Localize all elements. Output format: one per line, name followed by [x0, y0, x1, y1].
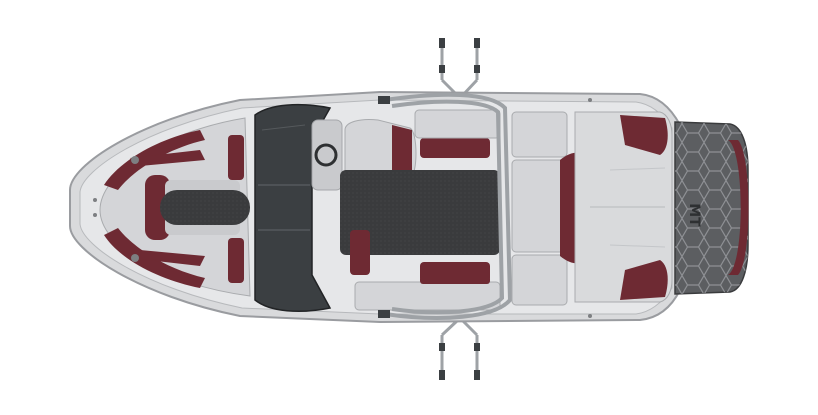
wakeboard-tower — [384, 92, 513, 320]
starboard-seat — [354, 281, 501, 311]
wakeboard-rack-top — [439, 38, 480, 98]
starboard-seat-trim — [420, 276, 490, 284]
cupholder-icon — [131, 254, 139, 262]
dashboard — [311, 119, 343, 191]
bow-trim-bottom — [104, 228, 205, 288]
steering-wheel — [314, 143, 338, 167]
rear-bench-center — [511, 159, 568, 253]
bow-side-left — [228, 135, 244, 180]
bow-trim-strip-top — [130, 150, 205, 166]
rear-bench-port — [511, 111, 568, 158]
wakeboard-rack-bottom — [439, 318, 480, 380]
bow-trim-top — [104, 130, 205, 190]
bow-floor — [160, 190, 250, 225]
bow-cushion-left — [145, 175, 170, 240]
rear-bench-starboard — [511, 254, 568, 306]
brand-logo: MT — [686, 203, 702, 227]
bow-side-right — [228, 238, 244, 283]
cockpit-floor — [340, 170, 500, 255]
windshield — [254, 103, 332, 313]
left-floor-cushion — [350, 230, 370, 275]
bow-trim-strip-bottom — [130, 250, 205, 266]
swim-platform-trim — [728, 140, 749, 275]
sun-deck-trim-top — [620, 115, 668, 155]
port-seat — [414, 109, 501, 139]
cleat-icon — [93, 98, 592, 318]
cupholder-icon — [131, 156, 139, 164]
sun-deck-trim-bottom — [620, 260, 668, 300]
port-bolster — [420, 138, 490, 158]
tower-clamp — [378, 96, 390, 318]
